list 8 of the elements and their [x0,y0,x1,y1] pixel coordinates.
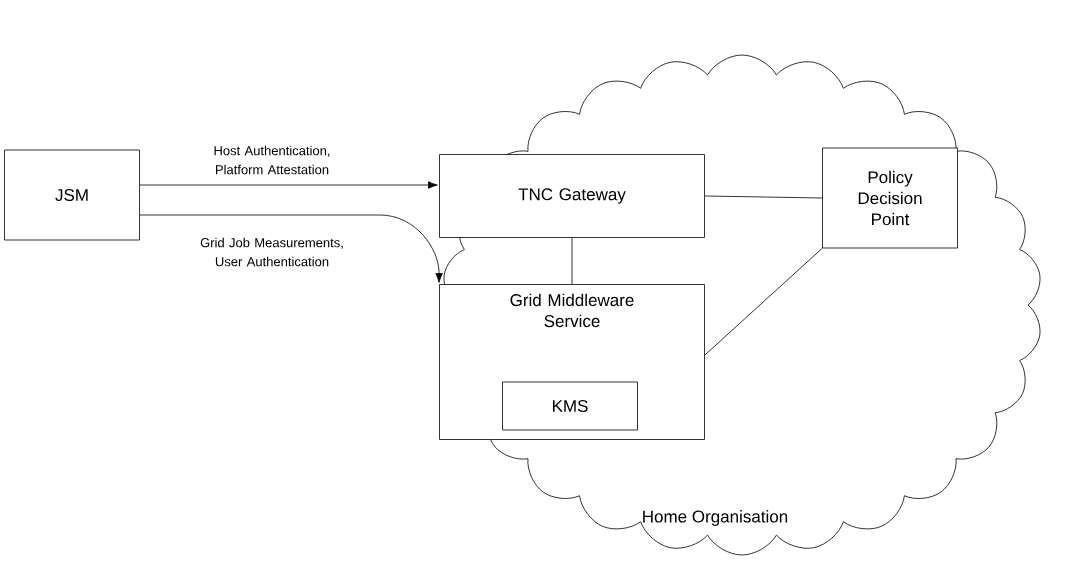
process-box: JSM [4,149,140,241]
arrow [139,181,438,189]
arrow [139,214,443,283]
edge-label: Host Authentication, Platform Attestation [214,145,330,175]
edge-label: Grid Job Measurements, User Authentication [200,237,343,267]
process-box: KMS [502,381,638,431]
process-box: TNC Gateway [439,154,705,238]
process-box: Policy Decision Point [822,147,958,249]
